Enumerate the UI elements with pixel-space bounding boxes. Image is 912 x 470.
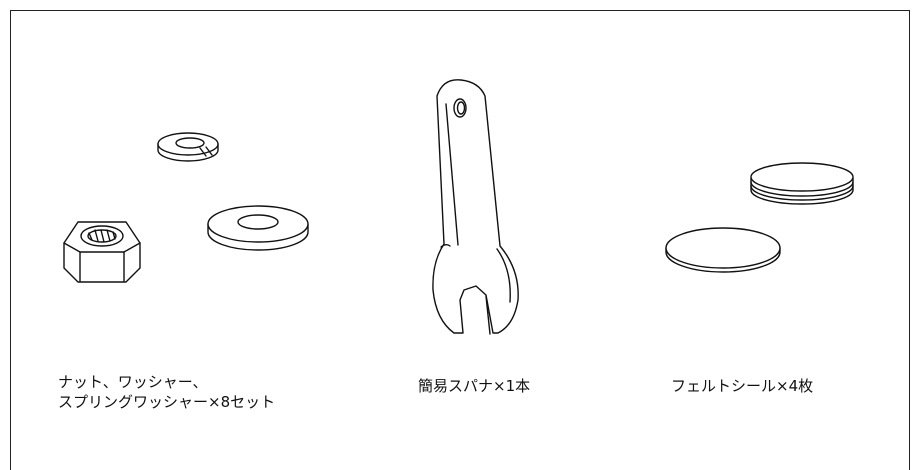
hardware-caption-line2: スプリングワッシャー×8セット <box>58 393 276 411</box>
spanner-icon <box>432 79 519 335</box>
spanner-caption: 簡易スパナ×1本 <box>418 377 531 395</box>
hardware-caption-line1: ナット、ワッシャー、 <box>58 373 208 391</box>
parts-frame <box>10 10 910 470</box>
felt-seal-icon <box>665 227 781 273</box>
hardware-set-caption: ナット、ワッシャー、 スプリングワッシャー×8セット <box>58 372 275 412</box>
spring-washer-icon <box>157 132 219 162</box>
flat-washer-icon <box>207 205 309 251</box>
felt-seal-stack-icon <box>750 162 854 205</box>
hex-nut-icon <box>63 221 141 283</box>
felt-seal-caption: フェルトシール×4枚 <box>671 377 814 395</box>
